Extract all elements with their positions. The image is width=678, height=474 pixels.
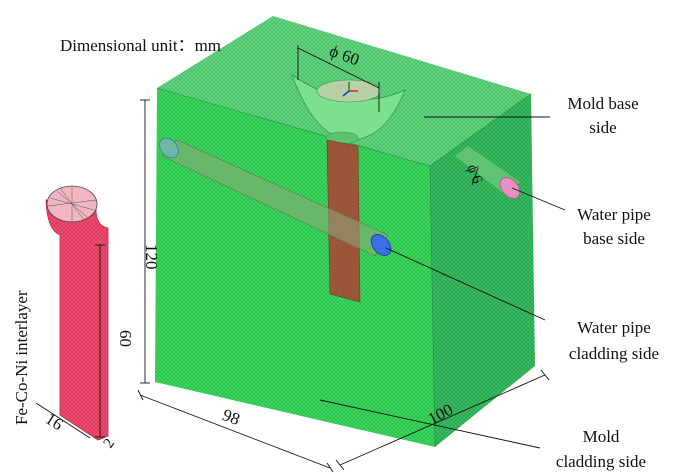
pouring-bowl [291,73,406,145]
leader-lines [319,116,566,449]
label-mold-base-line1: Mold base [567,94,638,113]
label-pipe-cladding-line2: cladding side [569,344,659,363]
label-interlayer: Fe-Co-Ni interlayer [12,290,31,425]
dimension-lines [35,45,550,473]
label-pipe-base-line2: base side [583,229,645,248]
dimensional-unit-title: Dimensional unit：mm [60,36,221,55]
dimension-interlayer-height: 60 [116,330,135,347]
water-pipe [159,137,521,257]
label-mold-base-line2: side [589,118,616,137]
dimension-width: 98 [220,405,243,429]
interlayer-body [45,199,109,441]
water-pipe-base-end [499,177,521,199]
dimension-interlayer-thickness: 2 [101,436,118,451]
water-pipe-cladding-end [370,234,392,256]
dimension-pipe-diameter: ϕ 6 [464,162,486,186]
interlayer-part [45,185,109,441]
label-mold-cladding-line2: cladding side [556,452,646,471]
dimension-height: 120 [142,244,161,270]
label-mold-cladding-line1: Mold [583,427,620,446]
label-pipe-base-line1: Water pipe [577,205,651,224]
label-pipe-cladding-line1: Water pipe [577,318,651,337]
